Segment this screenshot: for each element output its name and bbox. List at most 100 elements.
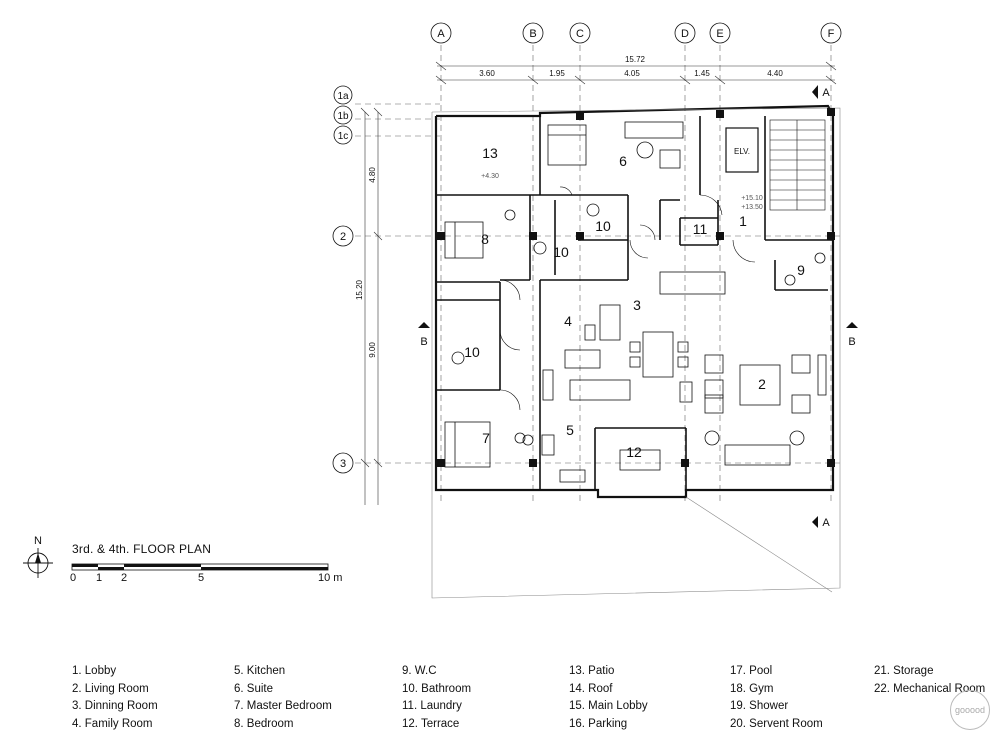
- legend-item: 19. Shower: [730, 700, 789, 713]
- row-label: 3: [340, 458, 346, 470]
- elevator-label: ELV.: [734, 147, 750, 156]
- column-bubble: F: [820, 22, 842, 44]
- scale-label: 1: [96, 572, 103, 584]
- column-label: A: [437, 28, 445, 40]
- section-label-a: A: [822, 87, 830, 99]
- dimension-lines: [360, 61, 837, 505]
- legend-item: 5. Kitchen: [234, 665, 286, 677]
- elevator-shaft: [725, 127, 759, 173]
- legend-item: 2. Living Room: [72, 682, 149, 695]
- dimension-segment: 1.45: [694, 69, 710, 78]
- north-arrow: [23, 548, 53, 578]
- legend-item: 13. Patio: [569, 665, 615, 677]
- row-bubble: 1c: [333, 125, 353, 145]
- legend-item: 15. Main Lobby: [569, 700, 648, 713]
- level-mark: +4.30: [481, 173, 499, 180]
- scale-label: 5: [198, 572, 205, 584]
- legend-item: 21. Storage: [874, 665, 934, 677]
- row-label: 2: [340, 231, 346, 243]
- scale-label: 2: [121, 572, 128, 584]
- room-number: 3: [633, 297, 641, 313]
- legend-item: 4. Family Room: [72, 717, 153, 730]
- legend-item: 16. Parking: [569, 717, 628, 730]
- legend-column: 9. W.C 10. Bathroom 11. Laundry 12. Terr…: [402, 663, 471, 733]
- column-label: C: [576, 28, 584, 40]
- column-bubble: C: [569, 22, 591, 44]
- row-bubble: 1a: [333, 85, 353, 105]
- legend-item: 22. Mechanical Room: [874, 682, 986, 695]
- dimension-segment: 9.00: [368, 342, 377, 358]
- site-boundary: [431, 107, 841, 599]
- door-swings: [499, 186, 756, 411]
- legend-item: 17. Pool: [730, 665, 773, 677]
- structural-columns: [437, 108, 835, 467]
- legend-item: 9. W.C: [402, 665, 437, 677]
- legend-column: 13. Patio 14. Roof 15. Main Lobby 16. Pa…: [569, 663, 648, 733]
- legend-item: 20. Servent Room: [730, 717, 823, 730]
- legend-item: 6. Suite: [234, 682, 273, 695]
- interior-walls: [435, 116, 833, 490]
- furniture: [451, 121, 827, 483]
- column-label: B: [529, 28, 536, 40]
- legend-column: 21. Storage 22. Mechanical Room: [874, 663, 985, 698]
- dimension-total-height: 15.20: [355, 279, 364, 300]
- column-label: E: [716, 28, 723, 40]
- room-number: 12: [626, 444, 642, 460]
- dimension-segment: 1.95: [549, 69, 565, 78]
- legend-item: 14. Roof: [569, 682, 613, 695]
- dimension-segment: 4.05: [624, 69, 640, 78]
- exterior-walls: [434, 104, 835, 499]
- room-number: 10: [553, 244, 569, 260]
- room-number: 13: [482, 145, 498, 161]
- level-mark: +15.10: [741, 195, 763, 202]
- section-label-b: B: [420, 336, 427, 348]
- legend-item: 11. Laundry: [402, 700, 462, 713]
- room-number: 7: [482, 430, 490, 446]
- scale-label: 0: [70, 572, 77, 584]
- column-bubble: E: [709, 22, 731, 44]
- legend-item: 10. Bathroom: [402, 682, 472, 695]
- grid-lines: [355, 45, 840, 505]
- room-number: 11: [693, 221, 708, 237]
- stairs: [769, 119, 826, 211]
- legend-column: 5. Kitchen 6. Suite 7. Master Bedroom 8.…: [234, 663, 332, 733]
- room-legend: 1. Lobby 2. Living Room 3. Dinning Room …: [72, 663, 992, 745]
- row-bubble: 1b: [333, 105, 353, 125]
- room-number: 4: [564, 313, 572, 329]
- legend-item: 18. Gym: [730, 682, 774, 695]
- row-label: 1b: [337, 111, 349, 122]
- dimension-segment: 3.60: [479, 69, 495, 78]
- room-number: 6: [619, 153, 627, 169]
- legend-item: 12. Terrace: [402, 717, 460, 730]
- row-bubble: 2: [332, 225, 354, 247]
- dimension-segment: 4.40: [767, 69, 783, 78]
- legend-item: 1. Lobby: [72, 665, 117, 677]
- dimension-segment: 4.80: [368, 167, 377, 183]
- drawing-title: 3rd. & 4th. FLOOR PLAN: [72, 542, 212, 556]
- room-number: 2: [758, 376, 766, 392]
- room-number: 8: [481, 231, 489, 247]
- row-label: 1c: [338, 131, 349, 142]
- legend-item: 3. Dinning Room: [72, 700, 158, 713]
- room-number: 9: [797, 262, 805, 278]
- legend-item: 8. Bedroom: [234, 717, 294, 730]
- section-arrows: [418, 85, 858, 528]
- column-bubble: A: [430, 22, 452, 44]
- column-label: F: [828, 28, 835, 40]
- legend-column: 17. Pool 18. Gym 19. Shower 20. Servent …: [730, 663, 823, 733]
- row-label: 1a: [337, 91, 349, 102]
- room-number: 10: [595, 218, 611, 234]
- legend-item: 7. Master Bedroom: [234, 700, 332, 713]
- north-label: N: [34, 535, 42, 547]
- room-number: 5: [566, 422, 574, 438]
- watermark-logo: gooood: [950, 690, 990, 730]
- room-numbers: 13 6 8 10 10 11 1 9 4 3 10 2 5 7 12: [464, 145, 805, 460]
- dimension-total-width: 15.72: [625, 55, 646, 64]
- column-bubble: B: [522, 22, 544, 44]
- beds: [444, 124, 587, 468]
- column-bubble: D: [674, 22, 696, 44]
- room-number: 1: [739, 213, 747, 229]
- scale-bar: [71, 563, 329, 571]
- row-bubble: 3: [332, 452, 354, 474]
